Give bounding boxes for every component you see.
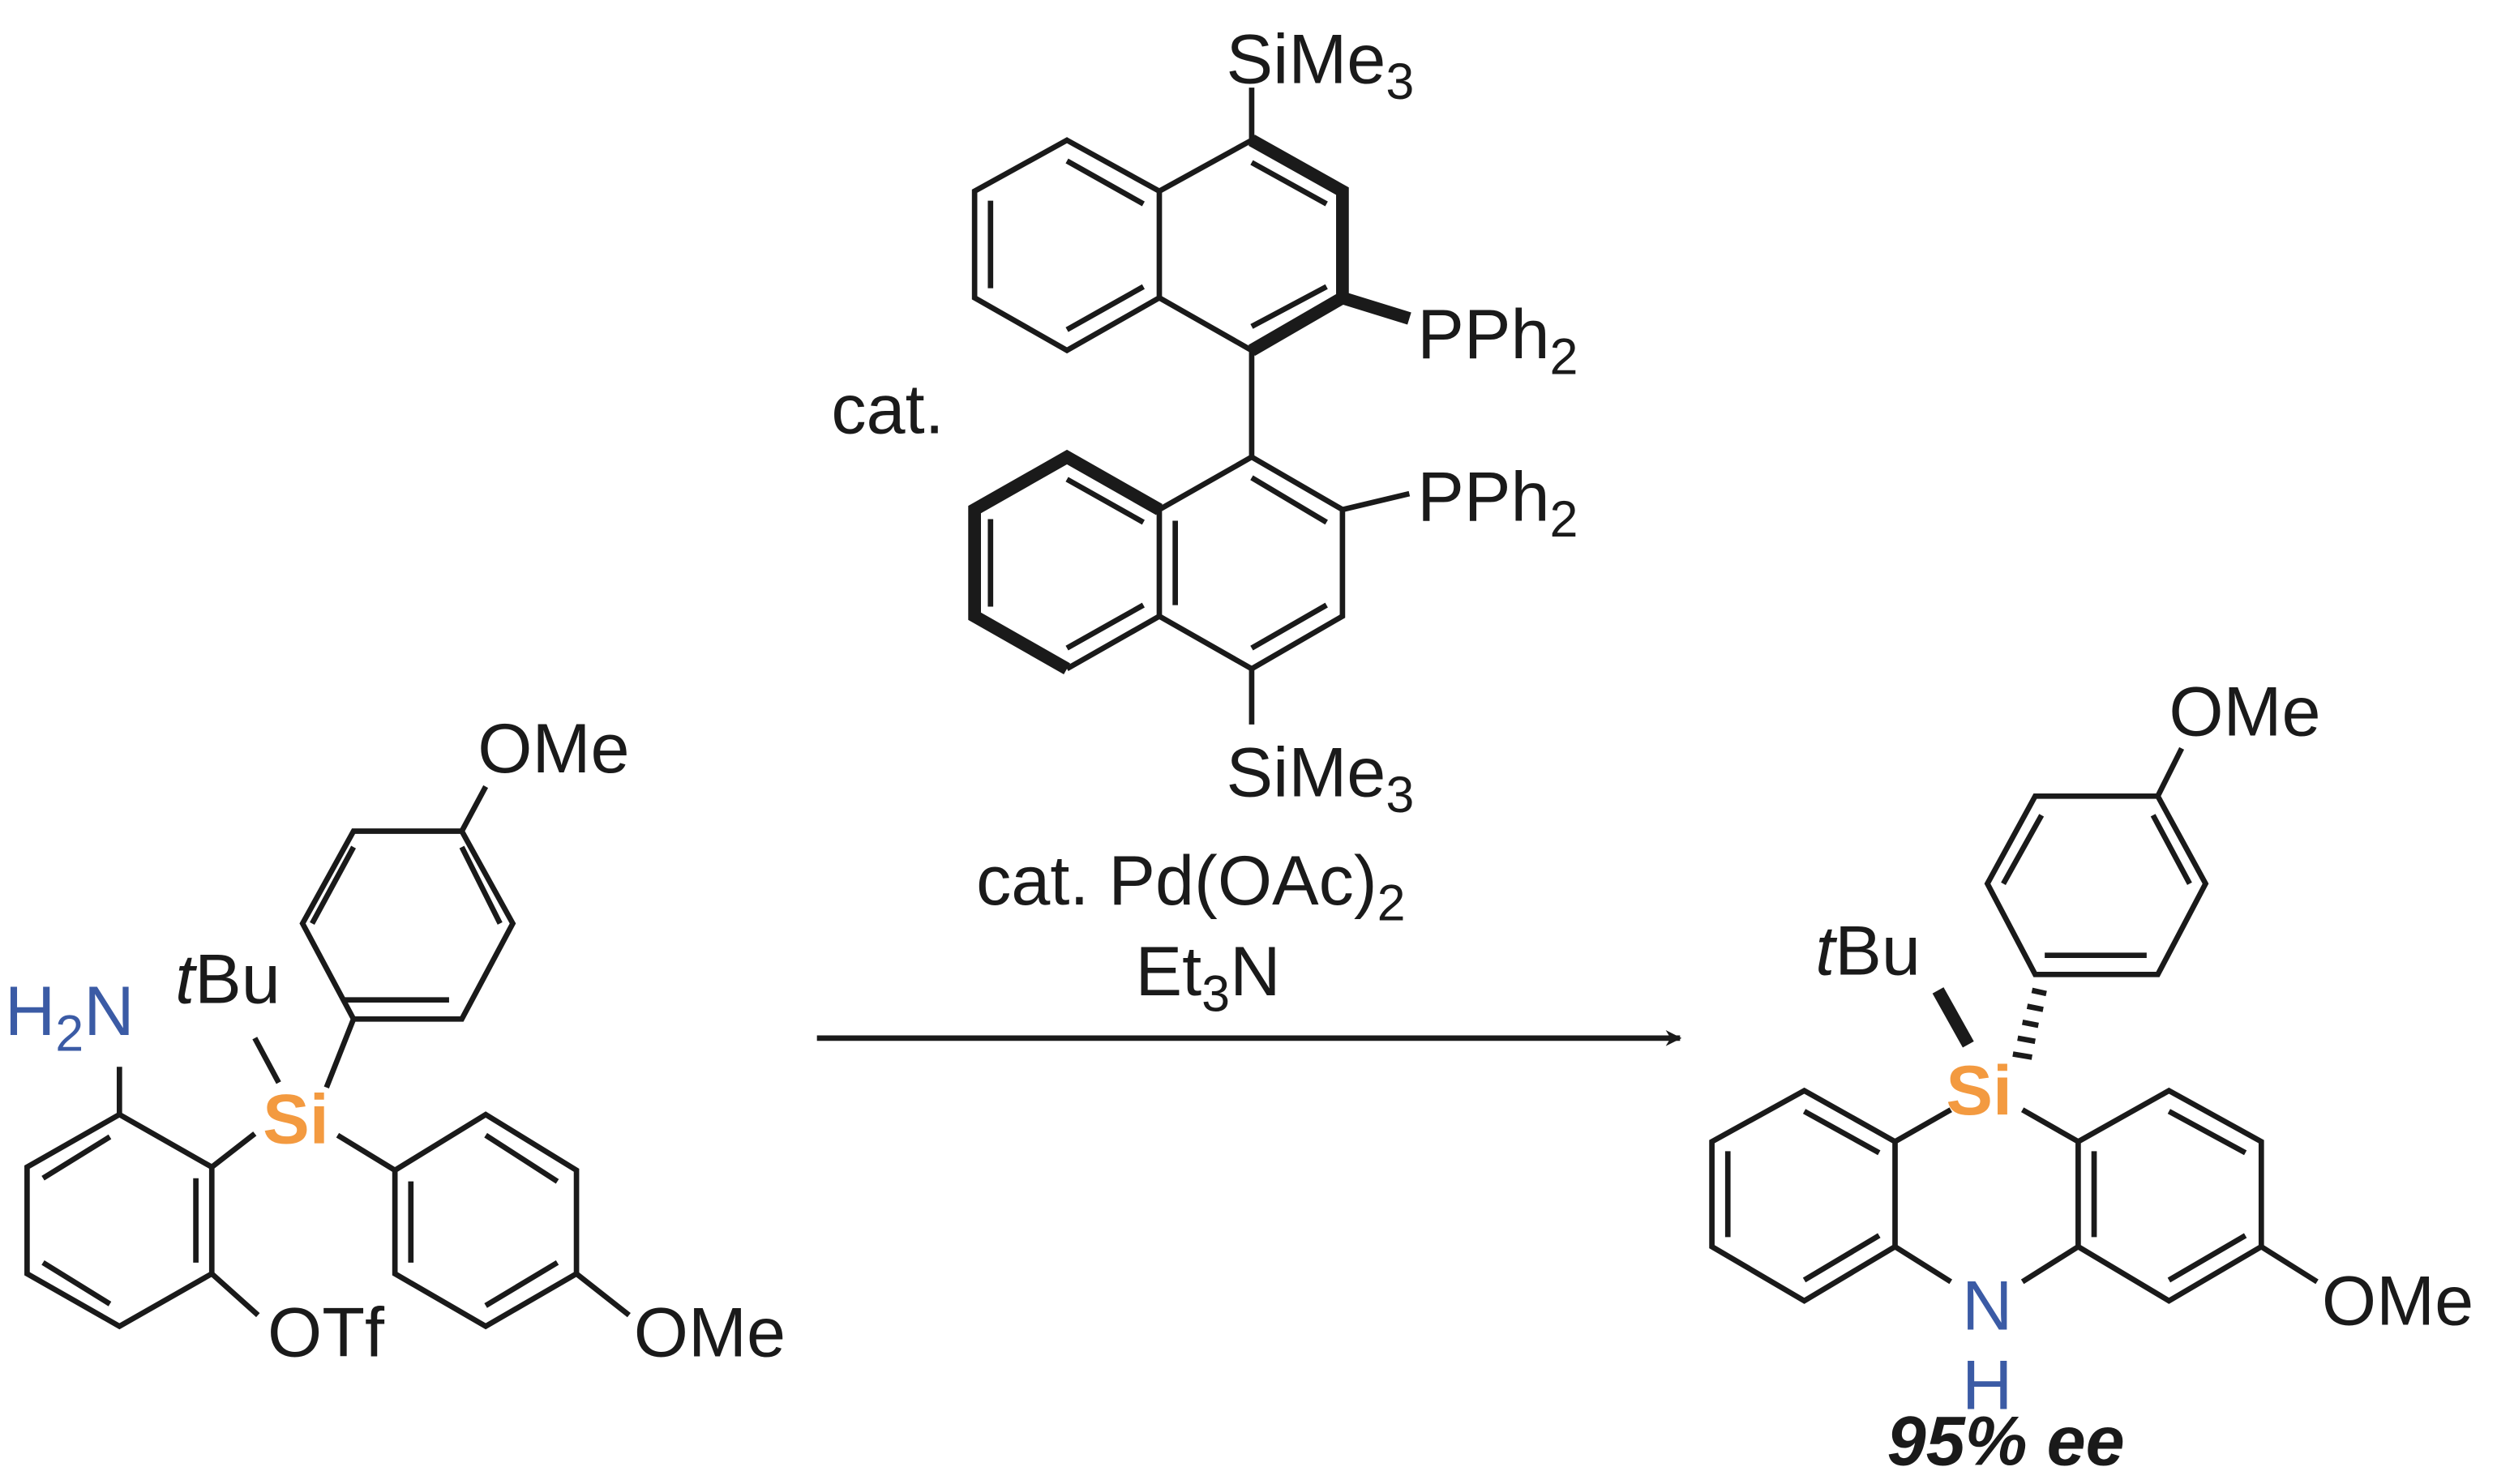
catalyst-ligand: cat. SiMe3 PPh2 PPh2 SiMe3 cat. Pd(OAc)2… bbox=[831, 20, 1578, 1022]
starting-material: H2N tBu Si OTf OMe OMe bbox=[5, 710, 786, 1372]
anisyl-ring-right bbox=[392, 1111, 580, 1330]
pph2-bottom-label: PPh2 bbox=[1417, 458, 1578, 548]
anisyl-ring-top bbox=[299, 828, 516, 1022]
product-ome-top-label: OMe bbox=[2169, 674, 2320, 751]
pph2-top-label: PPh2 bbox=[1417, 296, 1578, 386]
sime3-bottom-label: SiMe3 bbox=[1227, 733, 1415, 823]
ome-top-label: OMe bbox=[478, 710, 629, 788]
product-nh-hydrogen-label: H bbox=[1962, 1347, 2012, 1425]
palladium-condition: cat. Pd(OAc)2 bbox=[976, 842, 1406, 932]
silicon-label: Si bbox=[263, 1081, 329, 1159]
enantiomeric-excess: 95% ee bbox=[1887, 1402, 2125, 1480]
product: tBu Si N H OMe OMe 95% ee bbox=[1709, 674, 2473, 1480]
tbu-label: tBu bbox=[175, 941, 281, 1019]
aniline-ring bbox=[24, 1111, 215, 1330]
sime3-top-label: SiMe3 bbox=[1227, 20, 1415, 110]
product-tbu-label: tBu bbox=[1815, 912, 1921, 990]
cat-label: cat. bbox=[831, 370, 944, 448]
base-condition: Et3N bbox=[1136, 933, 1281, 1023]
product-ome-right-label: OMe bbox=[2322, 1262, 2473, 1340]
product-nitrogen-label: N bbox=[1962, 1267, 2012, 1345]
amine-label: H2N bbox=[5, 973, 135, 1063]
otf-label: OTf bbox=[268, 1294, 385, 1372]
ome-right-label: OMe bbox=[634, 1294, 786, 1372]
product-silicon-label: Si bbox=[1946, 1052, 2012, 1130]
